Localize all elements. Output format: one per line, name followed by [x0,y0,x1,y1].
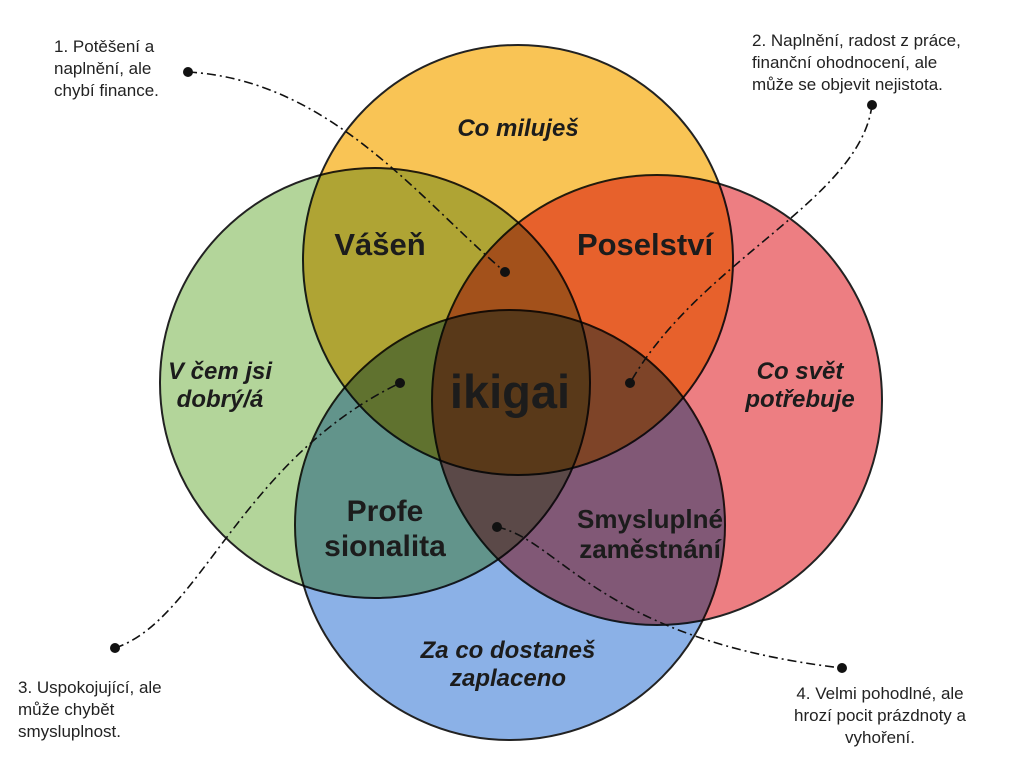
label-love: Co miluješ [457,115,579,142]
leader-dot-3a [110,643,120,653]
leader-dot-4a [492,522,502,532]
label-mission: Poselství [576,227,714,262]
leader-dot-4b [837,663,847,673]
leader-dot-2b [625,378,635,388]
leader-dot-3b [395,378,405,388]
label-ikigai: ikigai [449,365,571,418]
leader-line-1 [187,71,506,273]
label-passion: Vášeň [334,227,426,262]
label-needs: Co svět potřebuje [745,358,855,413]
note-4: 4. Velmi pohodlné, ale hrozí pocit prázd… [794,684,966,747]
note-1: 1. Potěšení a naplnění, ale chybí financ… [54,37,159,100]
leader-dot-2a [867,100,877,110]
note-3: 3. Uspokojující, ale může chybět smyslup… [18,678,162,741]
leader-line-4 [496,526,843,669]
leader-line-3 [114,382,401,649]
label-vocation: Smysluplné zaměstnání [577,504,723,564]
label-paid: Za co dostaneš zaplaceno [420,637,596,692]
label-good: V čem jsi dobrý/á [167,358,273,413]
leader-line-2 [629,104,873,384]
leader-dot-1b [500,267,510,277]
circle-paid [294,309,726,741]
leader-dot-1a [183,67,193,77]
label-profession: Profe sionalita [324,495,446,563]
note-2: 2. Naplnění, radost z práce, finanční oh… [752,31,961,94]
